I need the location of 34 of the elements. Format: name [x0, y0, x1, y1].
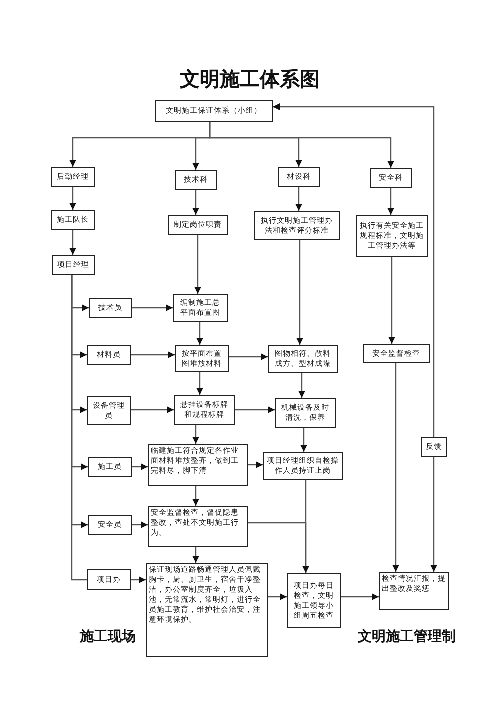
arrow: [196, 372, 204, 395]
arrow: [196, 322, 204, 345]
arrow: [131, 576, 146, 584]
arrow: [229, 354, 268, 360]
arrow: [194, 235, 202, 294]
arrow: [388, 188, 394, 215]
arrow: [131, 406, 174, 414]
arrow: [132, 522, 148, 528]
arrow: [192, 486, 200, 506]
arrow: [392, 363, 400, 572]
arrow: [296, 240, 304, 345]
arrow: [388, 257, 396, 344]
section-label: 施工现场: [80, 628, 136, 646]
arrow: [430, 457, 438, 572]
section-label: 文明施工管理制: [358, 628, 456, 646]
arrow: [273, 104, 435, 437]
arrow: [235, 406, 275, 414]
arrow: [296, 187, 302, 211]
arrow: [341, 594, 379, 600]
arrow: [192, 547, 200, 563]
arrow: [300, 428, 308, 452]
arrow: [132, 304, 173, 312]
arrow: [192, 425, 200, 444]
arrow: [248, 522, 310, 573]
diagram-title: 文明施工体系图: [180, 67, 320, 91]
arrow: [248, 462, 263, 468]
arrow: [298, 373, 306, 398]
arrow: [70, 187, 76, 210]
arrow: [192, 190, 200, 215]
arrow: [209, 122, 394, 168]
arrow: [70, 230, 76, 255]
arrow: [131, 352, 175, 358]
arrow: [268, 594, 287, 600]
arrow: [132, 464, 148, 470]
